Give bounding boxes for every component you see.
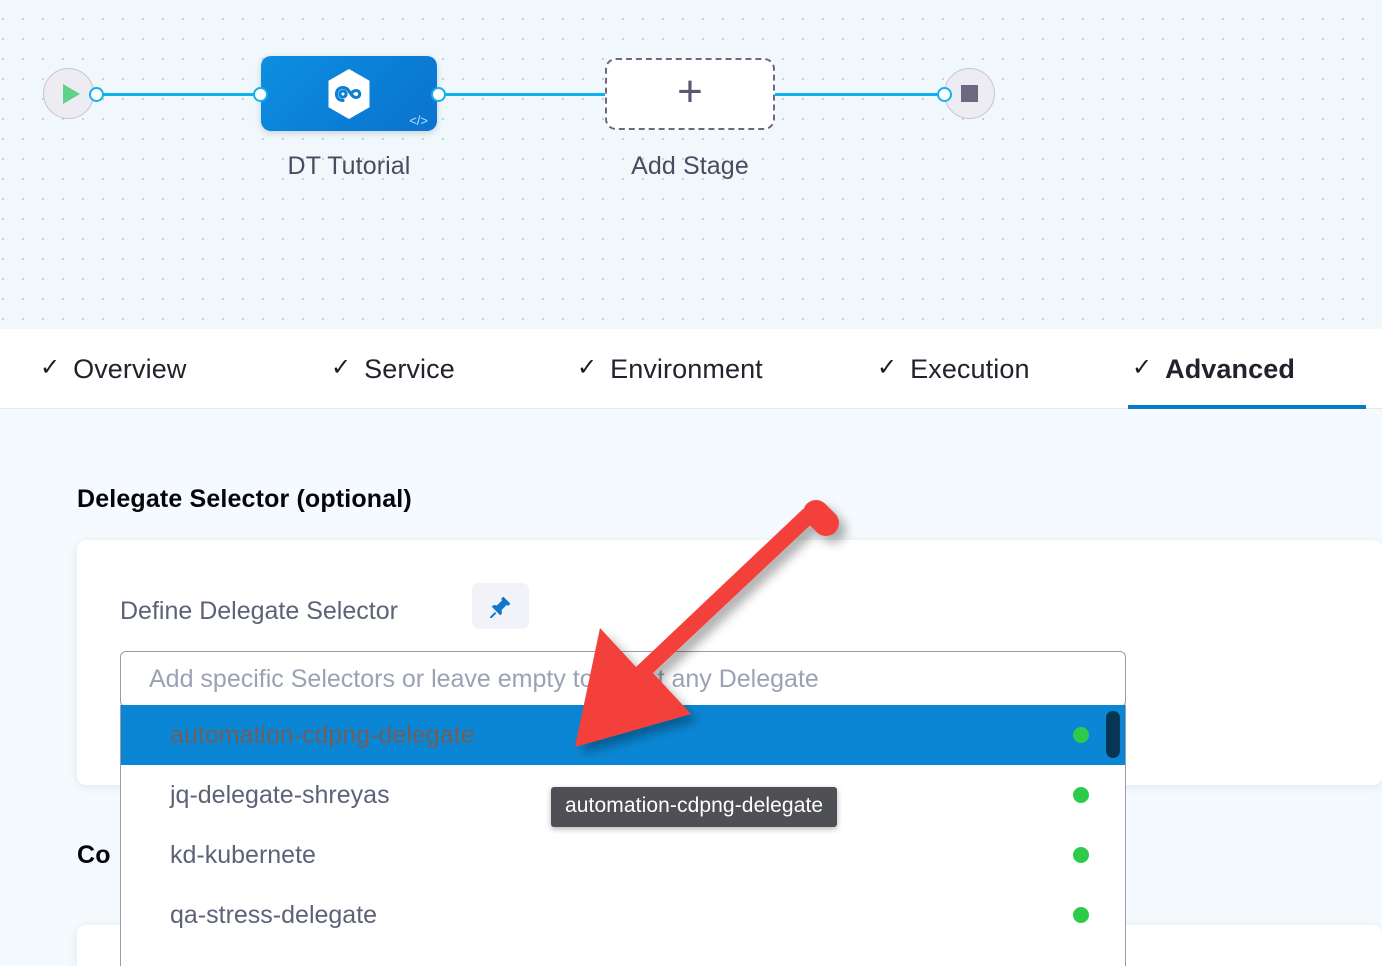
port-end-input[interactable] [937,87,952,102]
tab-overview-label: Overview [73,353,187,384]
add-stage-button[interactable]: + [605,58,775,130]
play-icon [62,83,80,104]
tab-service-label: Service [364,353,455,384]
stage-config-tabs: ✓ Overview ✓ Service ✓ Environment ✓ Exe… [0,329,1382,409]
tab-execution[interactable]: ✓ Execution [873,329,1034,409]
dropdown-option-automation-cdpng-delegate[interactable]: automation-cdpng-delegate [121,705,1125,765]
delegate-name-tooltip: automation-cdpng-delegate [551,787,838,827]
stop-icon [961,85,978,102]
dropdown-option-label: jq-delegate-shreyas [170,780,390,809]
tab-overview[interactable]: ✓ Overview [36,329,190,409]
dropdown-option-qa-stress-delegate[interactable]: qa-stress-delegate [121,885,1125,945]
check-icon: ✓ [331,354,352,381]
plus-icon: + [677,66,703,116]
tab-environment-label: Environment [610,353,763,384]
delegate-status-dot [1073,907,1089,923]
delegate-status-dot [1073,727,1089,743]
delegate-status-dot [1073,787,1089,803]
stage-node-dt-tutorial[interactable]: </> [261,56,437,131]
port-stage-output[interactable] [431,87,446,102]
tab-advanced-label: Advanced [1165,353,1295,384]
tab-environment[interactable]: ✓ Environment [573,329,767,409]
pipeline-canvas[interactable]: </> + DT Tutorial Add Stage [0,0,1382,330]
stage-node-label: DT Tutorial [287,152,411,180]
tab-execution-label: Execution [910,353,1030,384]
dropdown-option-jq-delegate-shreyas[interactable]: jq-delegate-shreyas [121,765,1125,825]
pushpin-toggle-button[interactable] [472,583,529,629]
delegate-status-dot [1073,847,1089,863]
edge-add-to-end [775,93,955,96]
define-delegate-selector-label: Define Delegate Selector [120,597,398,625]
delegate-selector-input[interactable] [120,651,1126,707]
tab-advanced[interactable]: ✓ Advanced [1128,329,1366,409]
dropdown-scrollbar-thumb[interactable] [1106,711,1120,758]
pushpin-icon [489,596,510,618]
edge-start-to-stage [95,93,270,96]
tooltip-text: automation-cdpng-delegate [565,794,824,817]
check-icon: ✓ [577,354,598,381]
pipeline-start-node[interactable] [43,68,94,119]
check-icon: ✓ [877,354,898,381]
dropdown-option-label: automation-cdpng-delegate [170,720,475,749]
dropdown-option-label: qa-stress-delegate [170,900,378,929]
code-angle-brackets-icon: </> [409,113,428,128]
harness-hexagon-icon [328,68,370,119]
delegate-selector-heading: Delegate Selector (optional) [77,485,412,513]
check-icon: ✓ [1132,354,1153,381]
tab-service[interactable]: ✓ Service [327,329,459,409]
delegate-selector-dropdown[interactable]: automation-cdpng-delegate jq-delegate-sh… [120,705,1126,966]
add-stage-label: Add Stage [631,152,749,180]
edge-stage-to-add [435,93,620,96]
second-section-heading: Co [77,841,111,869]
dropdown-option-kd-kubernete[interactable]: kd-kubernete [121,825,1125,885]
check-icon: ✓ [40,354,61,381]
port-stage-input[interactable] [253,87,268,102]
dropdown-option-label: kd-kubernete [170,840,316,869]
port-start-output[interactable] [89,87,104,102]
